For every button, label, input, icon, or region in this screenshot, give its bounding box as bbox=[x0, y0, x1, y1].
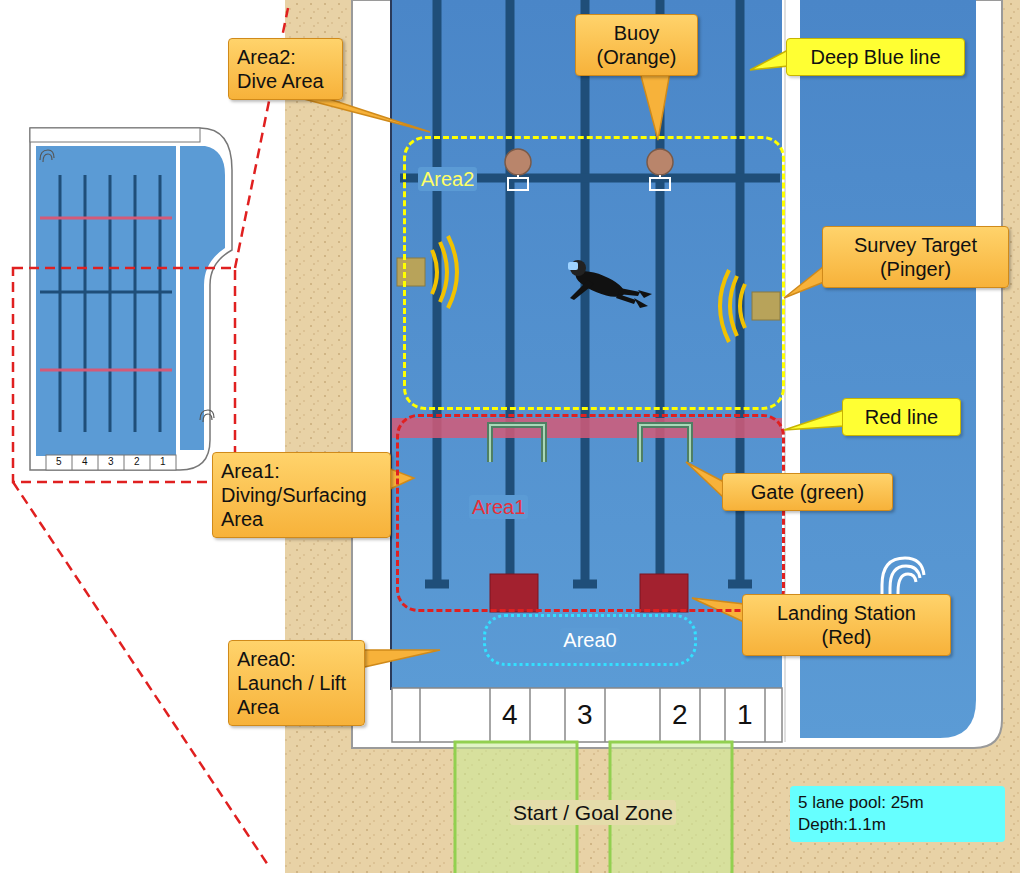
lane-number: 1 bbox=[737, 698, 753, 732]
lane-number: 2 bbox=[672, 698, 688, 732]
callout-text: 5 lane pool: 25m Depth:1.1m bbox=[798, 792, 997, 836]
line-callout: Deep Blue line bbox=[786, 38, 965, 76]
callout-text: Gate (green) bbox=[731, 480, 884, 504]
lane-number: 4 bbox=[82, 456, 88, 468]
region-label: Area2 bbox=[418, 167, 477, 191]
callout-text: Landing Station (Red) bbox=[751, 601, 942, 649]
line-callout: Red line bbox=[842, 398, 961, 436]
area-region: Area2 bbox=[403, 136, 785, 410]
area-region: Area0 bbox=[483, 614, 697, 666]
area-callout: Area1: Diving/Surfacing Area bbox=[212, 452, 391, 538]
callout-text: Area2: Dive Area bbox=[237, 45, 334, 93]
region-label: Area0 bbox=[560, 628, 619, 652]
callout-text: Survey Target (Pinger) bbox=[831, 233, 1000, 281]
lane-number: 5 bbox=[56, 456, 62, 468]
lane-number: 2 bbox=[134, 456, 140, 468]
lane-number: 4 bbox=[502, 698, 518, 732]
lane-number: 3 bbox=[108, 456, 114, 468]
callout-text: Area1: Diving/Surfacing Area bbox=[221, 459, 382, 531]
callout-text: Area0: Launch / Lift Area bbox=[237, 647, 356, 719]
target-callout: Survey Target (Pinger) bbox=[822, 226, 1009, 288]
buoy-callout: Buoy (Orange) bbox=[575, 14, 698, 76]
zone-label: Start / Goal Zone bbox=[510, 800, 676, 825]
callout-text: Red line bbox=[851, 405, 952, 429]
lane-number: 3 bbox=[577, 698, 593, 732]
region-label: Area1 bbox=[469, 495, 528, 519]
area-callout: Area0: Launch / Lift Area bbox=[228, 640, 365, 726]
area-region: Area1 bbox=[396, 414, 785, 612]
gate-callout: Gate (green) bbox=[722, 473, 893, 511]
info-box: 5 lane pool: 25m Depth:1.1m bbox=[790, 786, 1005, 842]
lane-number: 1 bbox=[160, 456, 166, 468]
callout-text: Deep Blue line bbox=[795, 45, 956, 69]
callout-text: Buoy (Orange) bbox=[584, 21, 689, 69]
area-callout: Area2: Dive Area bbox=[228, 38, 343, 100]
station-callout: Landing Station (Red) bbox=[742, 594, 951, 656]
